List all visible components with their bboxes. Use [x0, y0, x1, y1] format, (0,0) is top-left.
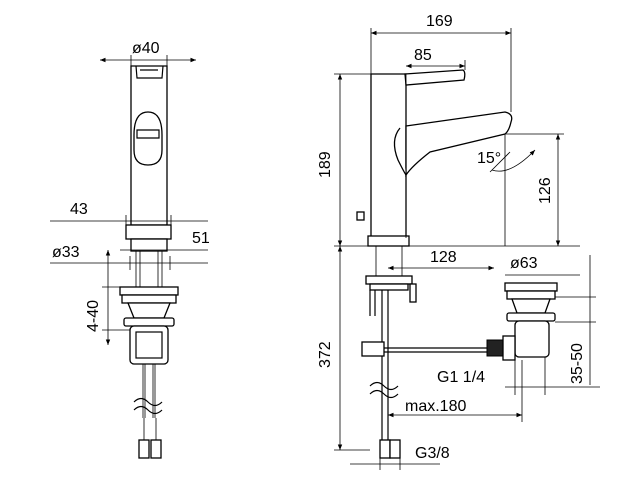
label-side-width: 169: [426, 13, 453, 30]
side-waste: [366, 282, 558, 361]
label-side-below: 372: [317, 341, 334, 368]
label-front-diameter: ø40: [132, 40, 160, 57]
label-side-waste-diameter: ø63: [510, 255, 538, 272]
side-faucet-body: [356, 69, 513, 247]
label-side-reach: 128: [430, 249, 457, 266]
label-side-spout-height: 126: [537, 177, 554, 204]
front-waste: [119, 250, 179, 459]
label-front-offset: 51: [192, 230, 210, 247]
label-side-angle: 15°: [477, 150, 501, 167]
side-dimensions: [334, 28, 600, 470]
side-supply: [361, 245, 417, 459]
label-front-base-diameter: ø33: [52, 244, 80, 261]
label-side-max: max.180: [405, 398, 466, 415]
label-front-width: 43: [70, 201, 88, 218]
front-view: ø40 43 51 ø33 4-40: [50, 40, 210, 459]
front-dimensions: [50, 55, 208, 345]
front-faucet-body: [125, 65, 172, 252]
label-side-waste-range: 35-50: [569, 343, 586, 384]
label-side-connection: G3/8: [415, 445, 450, 462]
side-view: 169 85 189 126 15° 128 ø63 372 35-50 G1 …: [317, 13, 600, 470]
label-side-lever: 85: [414, 47, 432, 64]
label-side-height: 189: [317, 151, 334, 178]
label-front-range: 4-40: [85, 300, 102, 332]
label-side-thread: G1 1/4: [437, 369, 485, 386]
